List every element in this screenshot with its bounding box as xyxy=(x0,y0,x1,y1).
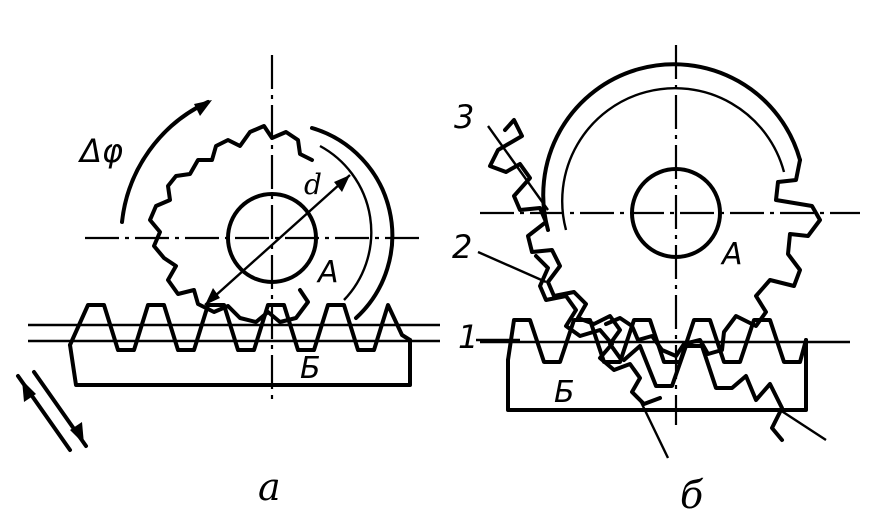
figure-a-gear-arc-outer xyxy=(310,126,395,320)
figure-a-rack-label: Б xyxy=(300,351,321,386)
figure-a-diameter-line xyxy=(204,174,351,306)
figure-b-rack-body xyxy=(506,338,808,412)
figure-b-gear-label: А xyxy=(720,237,743,272)
figure-b-gear-bore xyxy=(630,167,722,259)
figure-a-diameter-label: d xyxy=(304,168,322,201)
figure-a-caption: а xyxy=(258,465,281,509)
figure-b-caption: б xyxy=(680,473,704,517)
figure-b-rack-teeth xyxy=(506,318,808,364)
figure-a: Δφ d А Б а xyxy=(16,55,440,509)
figure-b-rack-label: Б xyxy=(554,375,575,410)
figure-b-gear-arc-outer xyxy=(541,62,802,232)
figure-b-leader-lower-left xyxy=(638,399,670,459)
figure-b-rack-displaced xyxy=(622,344,784,442)
figure-a-rotation-label: Δφ xyxy=(77,132,123,170)
figure-a-diameter-arrow-head xyxy=(334,175,350,192)
figure-b-profile-2 xyxy=(534,254,662,406)
figure-a-diameter-arrow-tail xyxy=(205,288,220,305)
figure-a-gear-teeth xyxy=(148,124,314,324)
figure-b-gear-arc-inner xyxy=(561,87,786,231)
figure-b-label-2: 2 xyxy=(452,228,472,266)
figure-b-leader-3 xyxy=(487,125,549,211)
figure-a-motion-arrow-head-up xyxy=(22,380,36,402)
figure-a-rack-teeth xyxy=(68,303,412,352)
figure-a-motion-arrow-head-down xyxy=(70,422,84,444)
figure-b: 3 2 1 А Б б xyxy=(452,45,860,517)
figure-a-gear-label: А xyxy=(316,255,339,290)
figure-a-gear-arc-inner xyxy=(319,144,373,301)
figure-a-rack-body xyxy=(68,338,412,387)
figure-b-leader-lower-right xyxy=(779,408,827,442)
figure-a-rotation-arrow-head xyxy=(194,100,212,116)
figure-b-leader-2 xyxy=(477,250,547,284)
figure-b-label-1: 1 xyxy=(458,318,478,356)
figure-a-gear-bore xyxy=(226,192,318,284)
figure-b-label-3: 3 xyxy=(454,98,474,136)
figure-a-rotation-arc xyxy=(120,100,210,224)
